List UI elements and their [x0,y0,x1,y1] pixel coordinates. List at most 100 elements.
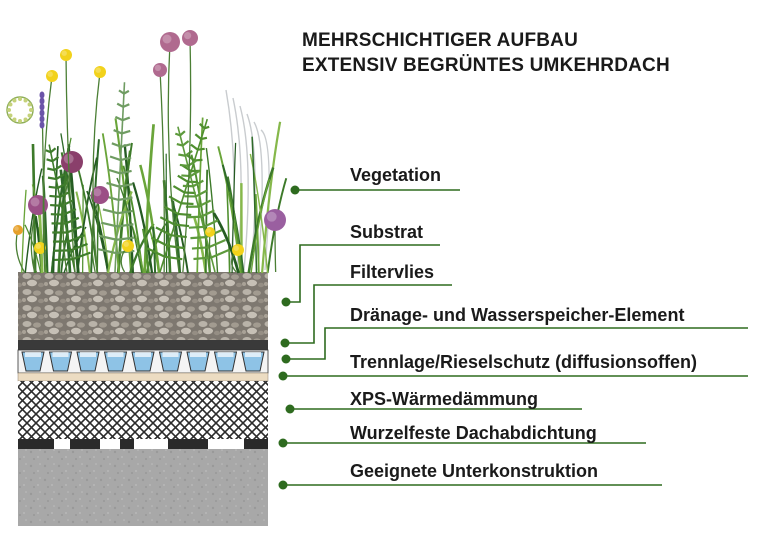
leader-dot-vegetation [290,185,300,195]
substrate-layer [18,272,268,340]
fern-leaf [194,158,203,162]
fern-leaf [178,153,186,157]
membrane-segment [18,439,54,449]
fern-leaf [197,147,205,151]
grass-blade [205,147,219,274]
grass-blade [131,182,154,274]
fern-leaf [120,143,131,148]
flower-head [91,186,109,204]
leader-dot-dachabdichtung [278,438,288,448]
flower-head [264,209,286,231]
flower-head [160,32,180,52]
label-unterkonstruktion: Geeignete Unterkonstruktion [350,461,599,481]
label-xps: XPS-Wärmedämmung [350,389,539,409]
fern-leaf [121,129,131,135]
fern-leaf [106,181,120,188]
grass-blade [21,189,27,274]
fern-leaf [190,236,207,240]
flower-head [182,30,198,46]
fern-leaf [116,102,124,108]
lavender-bud [39,109,45,117]
fern-leaf [179,130,186,137]
water-highlight [162,352,179,357]
fern-leaf [184,150,193,157]
fern-leaf [118,89,125,95]
umbel-floret [12,98,17,103]
flower-highlight [154,64,162,72]
fern-leaf [123,89,130,95]
fern-leaf [194,133,202,140]
umbel-floret [27,113,32,118]
flower-highlight [95,67,101,73]
lavender-bud [39,103,45,111]
umbel-floret [18,97,22,101]
fern-leaf [120,156,132,162]
fern-leaf [155,226,172,237]
fern-leaf [164,205,179,215]
flower-highlight [162,34,172,44]
membrane-segment [70,439,100,449]
flower-head [60,49,72,61]
fern-stem [177,126,216,273]
grass-blade [260,121,282,274]
fern-leaf [191,246,209,250]
flower-highlight [61,50,67,56]
cross-section-layers [17,272,269,526]
fern-leaf [116,236,135,241]
lavender-bud [39,115,45,123]
background-stem [253,121,263,271]
xps-insulation-layer [18,381,268,439]
fern-leaf [47,167,55,172]
grass-blade [152,226,157,274]
flower-head [153,63,167,77]
substructure-layer [18,449,268,526]
fern-leaf [99,234,117,241]
umbel-floret [27,102,32,107]
lavender-bud [39,97,45,105]
fern-leaf [109,155,121,162]
fern-leaf [185,154,196,162]
fern-leaf [113,129,123,135]
water-highlight [80,352,96,357]
lavender-bud [39,121,45,129]
leader-dot-xps [285,404,295,414]
fern-leaf [192,179,204,188]
flower-head [232,244,244,256]
grass-blade [249,153,269,274]
water-highlight [245,352,261,357]
fern-leaf [198,123,206,130]
fern-leaf [61,199,74,207]
label-vegetation: Vegetation [350,165,442,185]
leader-dot-draenage [281,354,291,364]
fern-leaf [204,125,210,130]
umbel-floret [23,117,28,122]
fern-leaf [188,225,204,229]
umbel-floret [8,102,13,107]
fern-leaf [47,176,57,181]
grass-blade [141,228,150,274]
flower-head [34,242,46,254]
water-highlight [135,352,151,357]
water-highlight [190,352,206,357]
fern-leaf [174,132,181,137]
fern-leaf [117,223,134,228]
fern-leaf [195,189,208,198]
vegetation-illustration [6,30,288,274]
filter-fleece-layer [18,340,268,350]
fern-leaf [100,221,118,228]
leader-dot-trennlage [278,371,288,381]
umbel-floret [8,113,13,118]
fern-leaf [62,208,77,216]
fern-leaf [72,251,91,261]
water-highlight [107,352,124,357]
leader-dot-substrat [281,297,291,307]
fern-leaf [197,199,212,208]
fern-leaf [50,147,57,154]
water-highlight [217,352,234,357]
background-stem [260,129,270,271]
fern-leaf [179,163,189,167]
grass-blade [123,144,135,274]
fern-leaf [66,225,83,234]
fern-leaf [51,156,60,163]
